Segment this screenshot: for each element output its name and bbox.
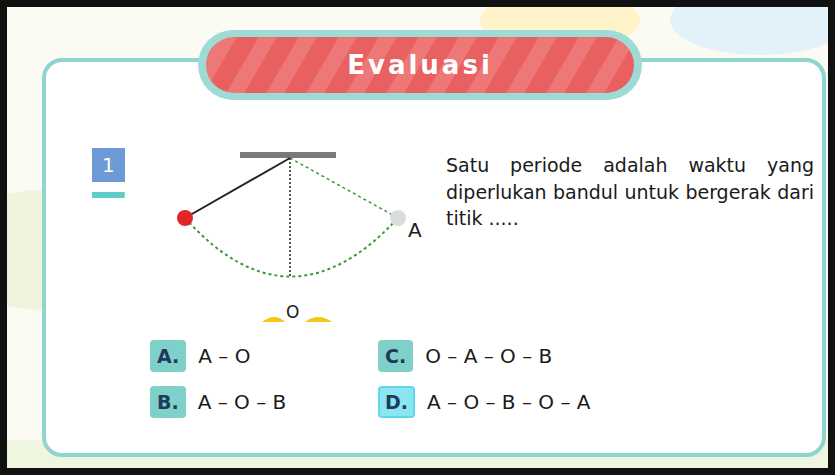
option-letter: C. (378, 340, 413, 372)
answer-option: A. A – O (150, 340, 250, 372)
swing-arc (185, 218, 398, 277)
option-text: A – O (198, 344, 250, 368)
answer-option: C. O – A – O – B (378, 340, 552, 372)
option-text: O – A – O – B (425, 344, 552, 368)
string-ghost (290, 158, 398, 218)
point-label: O (286, 302, 299, 322)
rest-line (289, 158, 291, 276)
pendulum-string (185, 158, 290, 218)
answer-option: D. A – O – B – O – A (378, 386, 590, 418)
option-letter: B. (150, 386, 186, 418)
option-text: A – O – B (198, 390, 287, 414)
deco (305, 317, 332, 322)
number-badge: 1 (92, 148, 125, 182)
answer-option: B. A – O – B (150, 386, 286, 418)
option-text: A – O – B – O – A (427, 390, 590, 414)
pendulum-bob (177, 210, 193, 226)
badge-underline (92, 192, 125, 198)
cloud (670, 0, 835, 55)
title-text: Evaluasi (206, 37, 634, 93)
banner-rim (198, 30, 642, 100)
card-panel (44, 60, 824, 455)
point-label: A (408, 218, 422, 242)
question-text: Satu periode adalah waktu yang diperluka… (446, 152, 814, 232)
option-letter: D. (378, 386, 415, 418)
pendulum-bob-ghost (390, 210, 406, 226)
title-banner (206, 37, 634, 93)
pendulum-support (240, 152, 336, 158)
option-letter: A. (150, 340, 186, 372)
deco (262, 317, 285, 322)
question-number: 1 (92, 148, 125, 182)
